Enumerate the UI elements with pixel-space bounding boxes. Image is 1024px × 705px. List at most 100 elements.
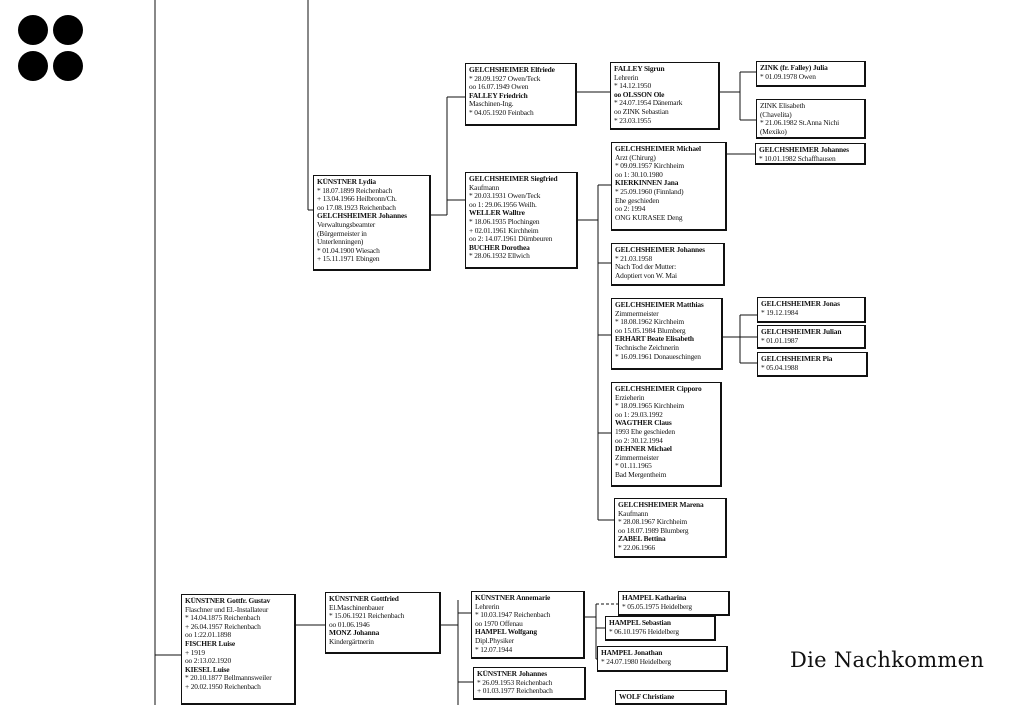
person-line: * 01.09.1978 Owen — [760, 72, 816, 81]
person-line: Lehrerin — [614, 73, 639, 82]
person-line: DEHNER Michael — [615, 445, 672, 454]
p-hampel-katharina-box: HAMPEL Katharina* 05.05.1975 Heidelberg — [618, 591, 730, 616]
person-line: Dipl.Physiker — [475, 636, 514, 645]
person-line: oo 01.06.1946 — [329, 620, 370, 629]
person-line: GELCHSHEIMER Marena — [618, 501, 704, 509]
person-line: 1993 Ehe geschieden — [615, 427, 675, 436]
person-line: + 1919 — [185, 648, 205, 657]
decorative-dot — [53, 51, 83, 81]
person-line: oo 16.07.1949 Owen — [469, 83, 529, 92]
person-line: * 23.03.1955 — [614, 116, 652, 125]
person-line: * 20.03.1931 Owen/Teck — [469, 192, 541, 201]
decorative-dot — [18, 51, 48, 81]
person-line: * 14.04.1875 Reichenbach — [185, 614, 261, 623]
person-line: Verwaltungsbeamter — [317, 220, 376, 229]
person-line: ONG KURASEE Deng — [615, 213, 683, 222]
person-line: * 24.07.1980 Heidelberg — [601, 657, 671, 666]
person-line: ZABEL Bettina — [618, 535, 666, 544]
person-line: WELLER Walltre — [469, 209, 525, 218]
person-line: FISCHER Luise — [185, 639, 236, 648]
p-gelchsheimer-elfriede-box: GELCHSHEIMER Elfriede* 28.09.1927 Owen/T… — [465, 63, 577, 126]
person-line: Ehe geschieden — [615, 196, 660, 205]
person-line: * 18.08.1962 Kirchheim — [615, 318, 684, 327]
p-gelchsheimer-julian-box: GELCHSHEIMER Julian* 01.01.1987 — [757, 325, 866, 349]
person-line: El.Maschinenbauer — [329, 603, 384, 612]
person-line: KÜNSTNER Gottfr. Gustav — [185, 597, 271, 605]
person-line: oo 1: 29.06.1956 Weilh. — [469, 200, 537, 209]
page-caption: Die Nachkommen — [790, 648, 985, 672]
person-line: * 01.11.1965 — [615, 462, 652, 471]
person-line: GELCHSHEIMER Jonas — [761, 300, 840, 308]
person-line: KÜNSTNER Gottfried — [329, 595, 399, 603]
person-line: Kaufmann — [618, 509, 648, 518]
p-wolf-christiane-box: WOLF Christiane — [615, 690, 727, 705]
person-line: oo 17.08.1923 Reichenbach — [317, 203, 396, 212]
person-line: KÜNSTNER Lydia — [317, 178, 376, 186]
decorative-dot — [53, 15, 83, 45]
person-line: WOLF Christiane — [619, 693, 675, 701]
p-gelchsheimer-johannes-1982-box: GELCHSHEIMER Johannes* 10.01.1982 Schaff… — [755, 143, 866, 165]
person-line: oo 1: 29.03.1992 — [615, 410, 663, 419]
person-line: ZINK Elisabeth — [760, 102, 805, 110]
person-line: GELCHSHEIMER Johannes — [615, 246, 705, 254]
person-line: * 24.07.1954 Dänemark — [614, 99, 683, 108]
p-kuenstner-lydia-box: KÜNSTNER Lydia* 18.07.1899 Reichenbach+ … — [313, 175, 431, 271]
person-line: (Chavelita) — [760, 110, 792, 119]
person-line: Flaschner und El.-Installateur — [185, 605, 269, 614]
person-line: Kindergärtnerin — [329, 637, 374, 646]
decorative-dot — [18, 15, 48, 45]
person-line: GELCHSHEIMER Elfriede — [469, 66, 555, 74]
person-line: KIERKINNEN Jana — [615, 179, 679, 188]
person-line: * 19.12.1984 — [761, 308, 799, 317]
person-line: Nach Tod der Mutter: — [615, 263, 676, 272]
person-line: Bad Mergentheim — [615, 470, 667, 479]
p-hampel-jonathan-box: HAMPEL Jonathan* 24.07.1980 Heidelberg — [597, 646, 728, 672]
person-line: * 09.09.1957 Kirchheim — [615, 162, 684, 171]
p-zink-elisabeth-box: ZINK Elisabeth(Chavelita)* 21.06.1982 St… — [756, 99, 866, 139]
person-line: BUCHER Dorothea — [469, 243, 530, 252]
person-line: * 15.06.1921 Reichenbach — [329, 612, 405, 621]
person-line: oo 2: 30.12.1994 — [615, 436, 663, 445]
person-line: oo 1: 30.10.1980 — [615, 170, 663, 179]
person-line: * 28.06.1932 Ellwich — [469, 252, 530, 261]
p-zink-julia-box: ZINK (fr. Falley) Julia* 01.09.1978 Owen — [756, 61, 866, 87]
person-line: * 28.08.1967 Kirchheim — [618, 518, 687, 527]
person-line: * 04.05.1920 Feinbach — [469, 108, 534, 117]
person-line: * 06.10.1976 Heidelberg — [609, 627, 679, 636]
person-line: GELCHSHEIMER Cipporo — [615, 385, 702, 393]
person-line: ERHART Beate Elisabeth — [615, 335, 694, 344]
person-line: * 01.04.1900 Wiesach — [317, 246, 380, 255]
person-line: oo OLSSON Ole — [614, 90, 665, 99]
person-line: HAMPEL Jonathan — [601, 649, 663, 657]
person-line: * 18.09.1965 Kirchheim — [615, 402, 684, 411]
person-line: * 10.01.1982 Schaffhausen — [759, 154, 836, 163]
person-line: * 18.07.1899 Reichenbach — [317, 186, 393, 195]
person-line: ZINK (fr. Falley) Julia — [760, 64, 828, 72]
person-line: HAMPEL Sebastian — [609, 619, 671, 627]
person-line: Kaufmann — [469, 183, 499, 192]
person-line: + 13.04.1966 Heilbronn/Ch. — [317, 195, 397, 204]
person-line: + 01.03.1977 Reichenbach — [477, 687, 553, 696]
person-line: oo 2:13.02.1920 — [185, 657, 231, 666]
person-line: Adoptiert von W. Mai — [615, 271, 677, 280]
person-line: HAMPEL Wolfgang — [475, 628, 537, 637]
p-kuenstner-johannes-box: KÜNSTNER Johannes* 26.09.1953 Reichenbac… — [473, 667, 586, 700]
person-line: Lehrerin — [475, 602, 500, 611]
person-line: Zimmermeister — [615, 453, 659, 462]
person-line: GELCHSHEIMER Johannes — [317, 212, 407, 221]
p-gelchsheimer-jonas-box: GELCHSHEIMER Jonas* 19.12.1984 — [757, 297, 866, 323]
person-line: GELCHSHEIMER Julian — [761, 328, 842, 336]
person-line: * 26.09.1953 Reichenbach — [477, 678, 553, 687]
person-line: + 26.04.1957 Reichenbach — [185, 622, 261, 631]
person-line: * 16.09.1961 Donaueschingen — [615, 352, 701, 361]
person-line: Unterlenningen) — [317, 238, 364, 247]
